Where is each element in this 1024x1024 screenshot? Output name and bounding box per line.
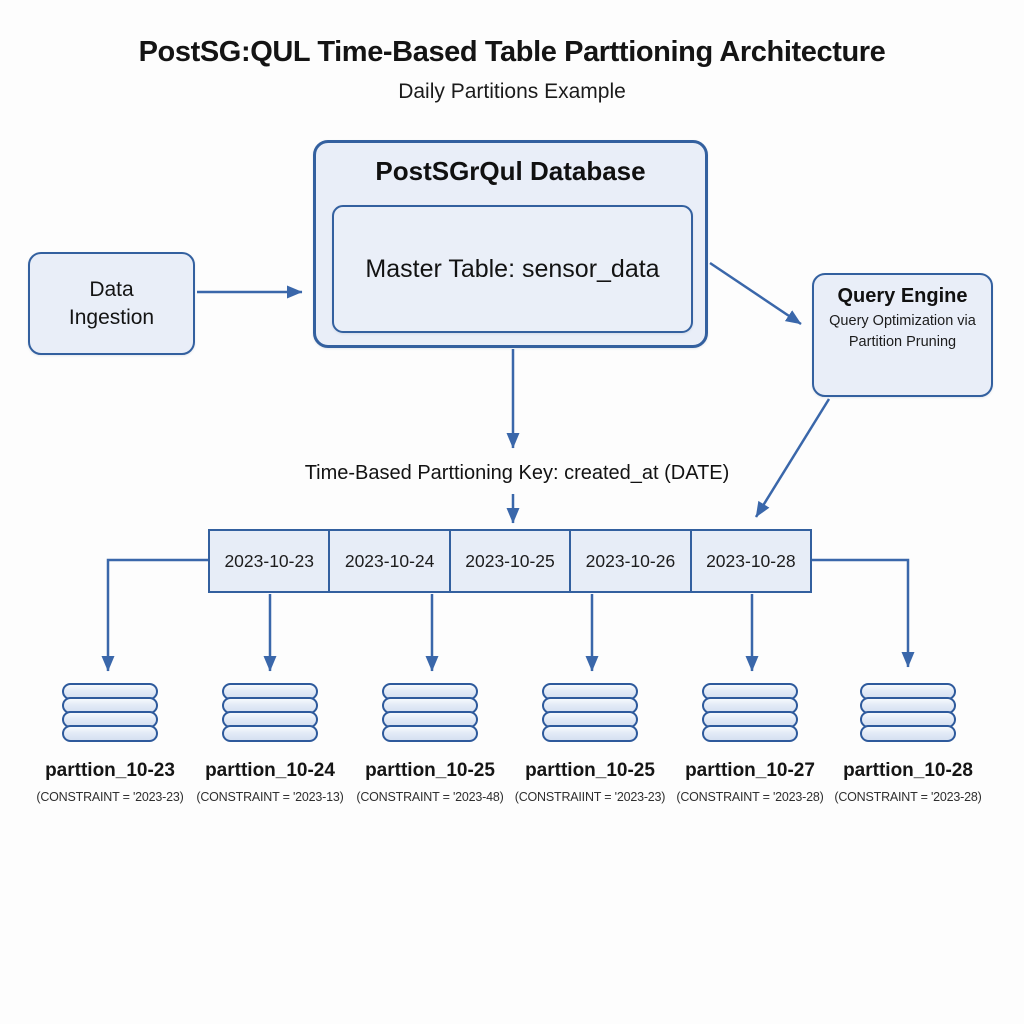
arrow-database-to-query-engine: [709, 261, 802, 326]
partition-key-label: Time-Based Parttioning Key: created_at (…: [304, 462, 730, 484]
data-ingestion-label: Data Ingestion: [68, 277, 155, 329]
data-ingestion-box: Data Ingestion: [28, 252, 195, 355]
partition-name: parttion_10-28: [843, 760, 973, 781]
master-table-box: Master Table: sensor_data: [332, 205, 693, 333]
database-cylinder-icon: [542, 683, 638, 742]
partition-name: parttion_10-24: [205, 760, 335, 781]
partition-constraint: (CONSTRAINT = '2023-23): [36, 790, 184, 804]
arrow-row-to-partition-6: [812, 558, 915, 668]
partition-constraint: (CONSTRAINT = '2023-13): [196, 790, 344, 804]
partition-date-cell: 2023-10-26: [569, 531, 689, 591]
partition-name: parttion_10-25: [365, 760, 495, 781]
cylinder-disk: [62, 725, 158, 742]
partition-name: parttion_10-27: [685, 760, 815, 781]
page-title: PostSG:QUL Time-Based Table Parttioning …: [138, 36, 886, 68]
partition-constraint: (CONSTRAINT = '2023-28): [834, 790, 982, 804]
database-cylinder-icon: [860, 683, 956, 742]
partition-name: parttion_10-25: [525, 760, 655, 781]
database-cylinder-icon: [382, 683, 478, 742]
database-cylinder-icon: [62, 683, 158, 742]
cylinder-disk: [860, 725, 956, 742]
database-cylinder-icon: [222, 683, 318, 742]
page-subtitle: Daily Partitions Example: [398, 80, 626, 103]
arrow-query-engine-to-row: [754, 398, 831, 518]
partition-constraint: (CONSTRAINT = '2023-28): [676, 790, 824, 804]
partition-date-cell: 2023-10-25: [448, 531, 569, 591]
query-engine-box: Query Engine Query Optimization via Part…: [812, 273, 993, 397]
partition-date-cell: 2023-10-28: [689, 531, 810, 591]
arrow-row-to-partition-1: [101, 558, 208, 672]
partition-name: parttion_10-23: [45, 760, 175, 781]
database-cylinder-icon: [702, 683, 798, 742]
partition-constraint: (CONSTRAIINT = '2023-23): [514, 790, 666, 804]
cylinder-disk: [542, 725, 638, 742]
cylinder-disk: [222, 725, 318, 742]
partition-date-cell: 2023-10-23: [224, 550, 314, 571]
query-engine-title: Query Engine: [837, 285, 968, 307]
partition-constraint: (CONSTRAINT = '2023-48): [356, 790, 504, 804]
partition-date-row: 2023-10-23 2023-10-24 2023-10-25 2023-10…: [208, 529, 812, 593]
master-table-label: Master Table: sensor_data: [365, 254, 660, 283]
query-engine-description: Query Optimization via Partition Pruning: [829, 313, 976, 350]
cylinder-disk: [382, 725, 478, 742]
partition-date-cell: 2023-10-24: [328, 531, 448, 591]
database-title: PostSGrQul Database: [375, 156, 646, 186]
cylinder-disk: [702, 725, 798, 742]
